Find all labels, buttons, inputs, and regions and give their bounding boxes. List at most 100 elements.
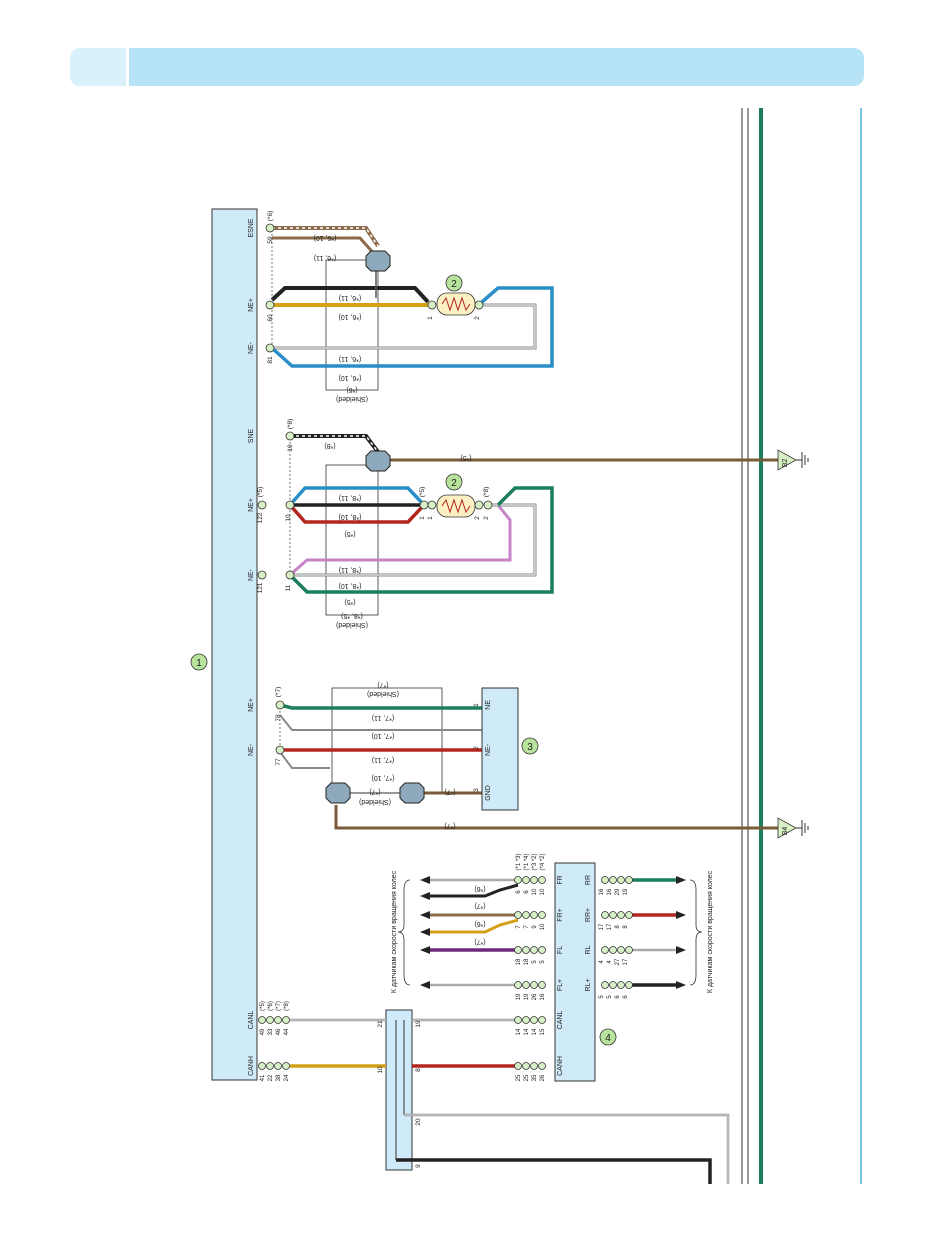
abs-pin-flp-2: 26 — [532, 993, 538, 1000]
wl-front-d: (*7) — [474, 938, 485, 945]
abs-labels: CANL CANH FR FR+ FL FL+ RR RR+ RL RL+ — [557, 875, 592, 1076]
abs-pin-rlp-2: 6 — [615, 995, 621, 999]
pin-j-19: 19 — [415, 1020, 422, 1028]
ecu-canl-0: 49 — [260, 1028, 266, 1035]
wl-5-b: (*5) — [344, 598, 355, 605]
ecu-canl-2: 46 — [276, 1028, 282, 1035]
abs-pin-flp-3: 16 — [540, 993, 546, 1000]
pin-j-10: 10 — [377, 1066, 384, 1074]
shield-2: (Shielded) — [336, 621, 368, 628]
ecu-canl-note-1: (*6) — [268, 1001, 274, 1011]
pin-j-21: 21 — [377, 1020, 384, 1028]
callout-2a: 2 — [451, 279, 457, 290]
wl-7-11-b: (*7, 11) — [372, 756, 394, 763]
pin-s2b-n8: (*8) — [483, 487, 490, 497]
wl-8-10-b: (*8, 10) — [339, 582, 362, 589]
abs-pin-rlp-1: 5 — [607, 995, 613, 999]
pin-nep-a: 60 — [267, 314, 274, 322]
ecu-pin-names: ESNE NE+ NE- SNE NE+ NE- NE+ NE- CANL CA… — [248, 218, 255, 1076]
ecu-canl-note-3: (*8) — [284, 1001, 290, 1011]
pin-s2b-n5: (*5) — [419, 487, 426, 497]
abs-pin-canl-3: 15 — [540, 1028, 546, 1035]
abs-pin-rl-2: 27 — [615, 958, 621, 965]
pin-s2b-2: 2 — [474, 516, 481, 520]
rear-sensors-note: К датчикам скорости вращения колес — [707, 870, 714, 993]
wl-8: (*8) — [324, 442, 335, 449]
ecu-pin-nep-b: NE+ — [248, 498, 255, 512]
can-pin-circles — [258, 876, 633, 1070]
ecu-canh-1: 22 — [268, 1074, 274, 1081]
wl-5-a: (*5) — [344, 530, 355, 537]
abs-pin-rr-2: 29 — [615, 888, 621, 895]
abs-note-2: (*3 *2) — [532, 853, 538, 870]
pin-j-8: 8 — [415, 1068, 422, 1072]
wl-8-5: (*8, *5) — [341, 612, 363, 619]
pin-s2b-2b: 2 — [483, 516, 490, 520]
wl-8-10-a: (*8, 10) — [339, 513, 362, 520]
pin-s3-2: 2 — [473, 746, 480, 750]
ecu-can-pin-numbers: 49 33 46 44 41 22 38 24 (*5) (*6) (*7) (… — [260, 1001, 290, 1081]
abs-pin-fr-2: 10 — [532, 888, 538, 895]
pin-nem-b: 121 — [257, 582, 264, 593]
sensor-section-top — [270, 226, 554, 368]
ecu-pin-nem-c: NE- — [248, 743, 255, 756]
pin-nep-c-note: (*7) — [275, 687, 282, 697]
sensor-section-3 — [279, 703, 780, 830]
sensor3-labels: NE NE- GND — [485, 700, 492, 801]
abs-rl: RL — [585, 945, 592, 954]
pin-esne-note: (*6) — [267, 211, 274, 221]
shield-1: (Shielded) — [336, 395, 368, 402]
s3-ne-minus: NE- — [485, 743, 492, 756]
ecu-pin-esne: ESNE — [248, 218, 255, 237]
abs-pin-canh-1: 25 — [524, 1074, 530, 1081]
shield-4: (Shielded) — [359, 798, 391, 805]
junction-box — [385, 1009, 413, 1171]
ground-b2 — [777, 449, 809, 471]
callout-4: 4 — [605, 1033, 611, 1044]
pin-nem-b2: 11 — [285, 584, 292, 591]
ecu-pin-nep-c: NE+ — [248, 698, 255, 712]
pin-nem-a: 81 — [267, 356, 274, 364]
front-sensors-note: К датчикам скорости вращения колес — [391, 870, 398, 993]
can-wiring — [290, 1018, 730, 1184]
sensor-elements — [436, 292, 476, 518]
wl-6-10-c: (*6, 10) — [339, 374, 362, 381]
wl-6-10-b: (*6, 10) — [339, 313, 362, 320]
abs-rrp: RR+ — [585, 908, 592, 922]
abs-pin-rrp-2: 8 — [615, 925, 621, 929]
pin-nep-b: 122 — [257, 512, 264, 523]
abs-pin-fl-3: 5 — [540, 960, 546, 964]
ecu-box — [211, 208, 258, 1081]
abs-pin-flp-1: 19 — [524, 993, 530, 1000]
abs-pin-rl-1: 4 — [607, 960, 613, 964]
wl-8-11-a: (*8, 11) — [339, 494, 361, 501]
abs-flp: FL+ — [557, 979, 564, 991]
abs-pin-fl-1: 18 — [524, 958, 530, 965]
pin-s2a-2: 2 — [474, 316, 481, 320]
s3-gnd: GND — [485, 785, 492, 801]
abs-canh: CANH — [557, 1056, 564, 1076]
abs-note-1: (*1 *4) — [524, 853, 530, 870]
ground-b2-label: B2 — [782, 459, 789, 468]
wl-6-11-a: (*6, 11) — [314, 254, 336, 261]
callouts — [190, 274, 617, 1046]
abs-pin-canh-3: 26 — [540, 1074, 546, 1081]
abs-pin-fr-1: 6 — [524, 890, 530, 894]
wl-5-top: (*5) — [460, 454, 471, 461]
s3-ne-plus: NE — [485, 700, 492, 710]
ecu-pin-canh: CANH — [248, 1056, 255, 1076]
abs-rr: RR — [585, 875, 592, 885]
abs-pin-flp-0: 19 — [516, 993, 522, 1000]
pin-j-9: 9 — [415, 1164, 422, 1168]
abs-pin-numbers: 14 14 14 15 25 25 35 26 6 6 10 10 7 7 9 … — [516, 853, 629, 1081]
pin-esne: 59 — [267, 236, 274, 244]
abs-pin-canl-0: 14 — [516, 1028, 522, 1035]
wl-6: (*6) — [346, 386, 357, 393]
ecu-canl-note-0: (*5) — [260, 1001, 266, 1011]
pin-sne-note: (*8) — [287, 419, 294, 429]
abs-pin-rl-0: 4 — [599, 960, 605, 964]
abs-pin-rlp-0: 5 — [599, 995, 605, 999]
callout-3: 3 — [527, 742, 533, 753]
abs-pin-rr-3: 19 — [623, 888, 629, 895]
